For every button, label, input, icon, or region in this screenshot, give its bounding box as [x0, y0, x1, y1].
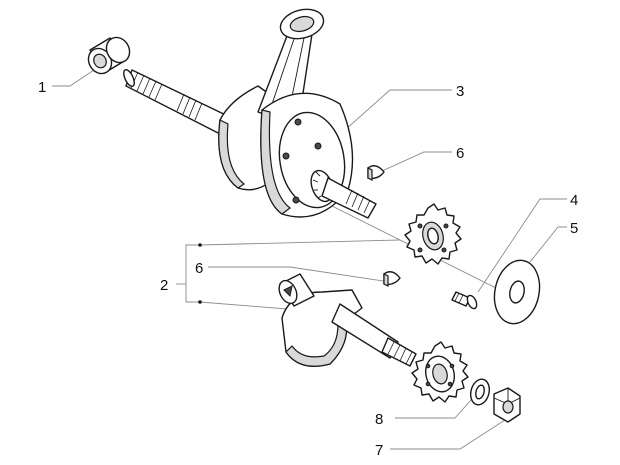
leader-2-bracket [185, 244, 200, 303]
bracket-dot-bottom [198, 300, 202, 304]
callout-1: 1 [38, 79, 46, 96]
bracket-dot-top [198, 243, 202, 247]
leader-5 [529, 226, 567, 263]
part-bushing [87, 36, 131, 75]
part-spring-washer [469, 378, 491, 406]
leader-6a [379, 151, 452, 173]
part-balance-shaft [278, 273, 417, 367]
leader-2-top [199, 239, 401, 246]
callout-6-upper: 6 [456, 145, 464, 162]
leader-7 [390, 419, 506, 450]
callout-4: 4 [570, 192, 578, 209]
part-woodruff-key-upper [367, 165, 385, 181]
part-sprocket-upper [404, 203, 462, 265]
callout-labels: 1 2 3 4 5 6 6 7 8 [38, 79, 578, 459]
leader-2-bottom [199, 301, 301, 311]
leader-6b [208, 266, 391, 283]
callout-5: 5 [570, 220, 578, 237]
leader-4 [477, 198, 567, 293]
part-nut [493, 387, 521, 423]
leader-8 [395, 391, 479, 419]
part-sprocket-lower [411, 341, 469, 403]
callout-6-lower: 6 [195, 260, 203, 277]
part-washer [493, 259, 541, 325]
callout-7: 7 [375, 442, 383, 459]
leader-3 [344, 89, 452, 131]
leader-1 [52, 65, 101, 87]
callout-2: 2 [160, 277, 168, 294]
part-woodruff-key-lower [383, 271, 401, 287]
callout-8: 8 [375, 411, 383, 428]
part-crankshaft-upper [123, 8, 377, 219]
part-screw [451, 291, 478, 310]
callout-3: 3 [456, 83, 464, 100]
